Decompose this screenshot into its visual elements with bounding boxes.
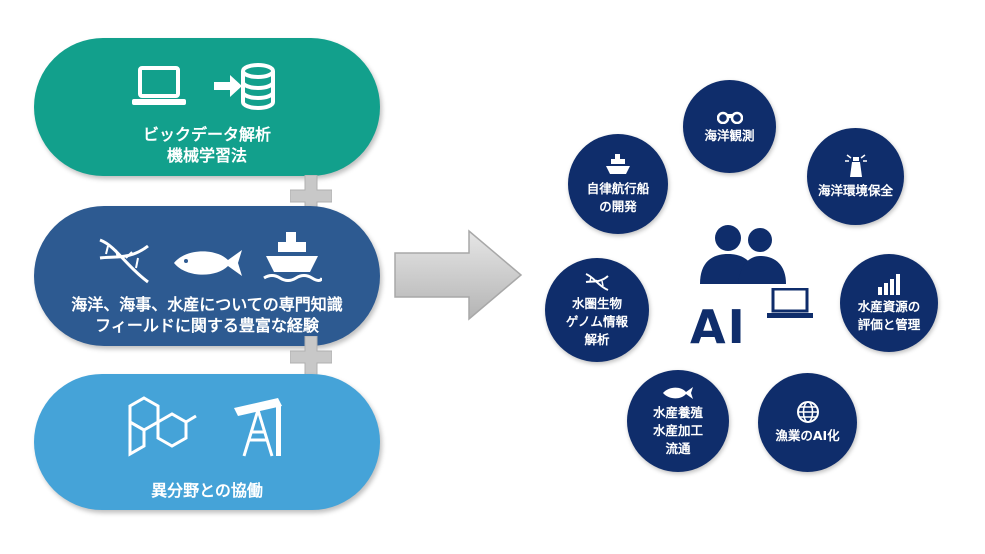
binoculars-icon	[716, 111, 743, 124]
circle-autonomous-ship: 自律航行船 の開発	[568, 134, 668, 234]
laptop-icon	[132, 66, 186, 105]
circle-0-line-0: 海洋観測	[704, 128, 755, 143]
plus-icon-2	[290, 336, 332, 378]
circle-5-line-1: ゲノム情報	[565, 313, 629, 329]
circle-4-line-2: 流通	[665, 440, 691, 456]
lighthouse-icon	[844, 154, 867, 177]
domain-expertise-pill: 海洋、海事、水産についての専門知識 フィールドに関する豊富な経験	[34, 206, 380, 346]
circle-genome-analysis: 水圏生物 ゲノム情報 解析	[545, 258, 649, 362]
fish-icon	[174, 250, 242, 276]
molecule-icon	[128, 396, 197, 457]
small-dna-icon	[585, 272, 609, 291]
oil-pump-icon	[234, 398, 282, 457]
circle-4-line-1: 水産加工	[652, 422, 703, 438]
ship-icon	[263, 232, 322, 282]
big-data-pill: ビックデータ解析 機械学習法	[34, 38, 380, 176]
circle-5-line-0: 水圏生物	[571, 295, 622, 311]
collaboration-pill: 異分野との協働	[34, 374, 380, 510]
circle-2-line-0: 水産資源の	[857, 298, 921, 314]
people-icon	[700, 225, 786, 284]
circle-aquaculture: 水産養殖 水産加工 流通	[627, 370, 729, 472]
pill-1-line-2: 機械学習法	[166, 146, 247, 165]
pill-1-line-1: ビックデータ解析	[142, 125, 271, 144]
database-import-icon	[214, 63, 275, 110]
ai-label: AI	[690, 300, 747, 354]
dna-icon	[99, 238, 149, 284]
circle-fishery-ai: 漁業のAI化	[758, 373, 857, 472]
small-ship-icon	[606, 153, 630, 174]
circle-5-line-2: 解析	[584, 331, 610, 347]
pill-3-line-1: 異分野との協働	[151, 481, 263, 500]
circle-6-line-1: の開発	[599, 198, 637, 214]
circle-environment-conservation: 海洋環境保全	[807, 128, 904, 225]
circle-2-line-1: 評価と管理	[857, 316, 921, 332]
circle-6-line-0: 自律航行船	[586, 180, 650, 196]
center-laptop-icon	[767, 288, 813, 318]
circle-1-line-0: 海洋環境保全	[817, 183, 893, 198]
bar-chart-icon	[878, 273, 900, 295]
small-fish-icon	[663, 386, 693, 399]
pill-2-line-1: 海洋、海事、水産についての専門知識	[71, 295, 343, 314]
arrow-right-icon	[394, 229, 523, 321]
globe-icon	[796, 401, 819, 423]
circle-4-line-0: 水産養殖	[652, 404, 703, 420]
circle-resource-management: 水産資源の 評価と管理	[840, 254, 938, 352]
pill-2-line-2: フィールドに関する豊富な経験	[95, 316, 319, 335]
plus-icon-1	[290, 175, 332, 217]
circle-ocean-observation: 海洋観測	[683, 80, 776, 173]
circle-3-line-0: 漁業のAI化	[775, 428, 840, 443]
